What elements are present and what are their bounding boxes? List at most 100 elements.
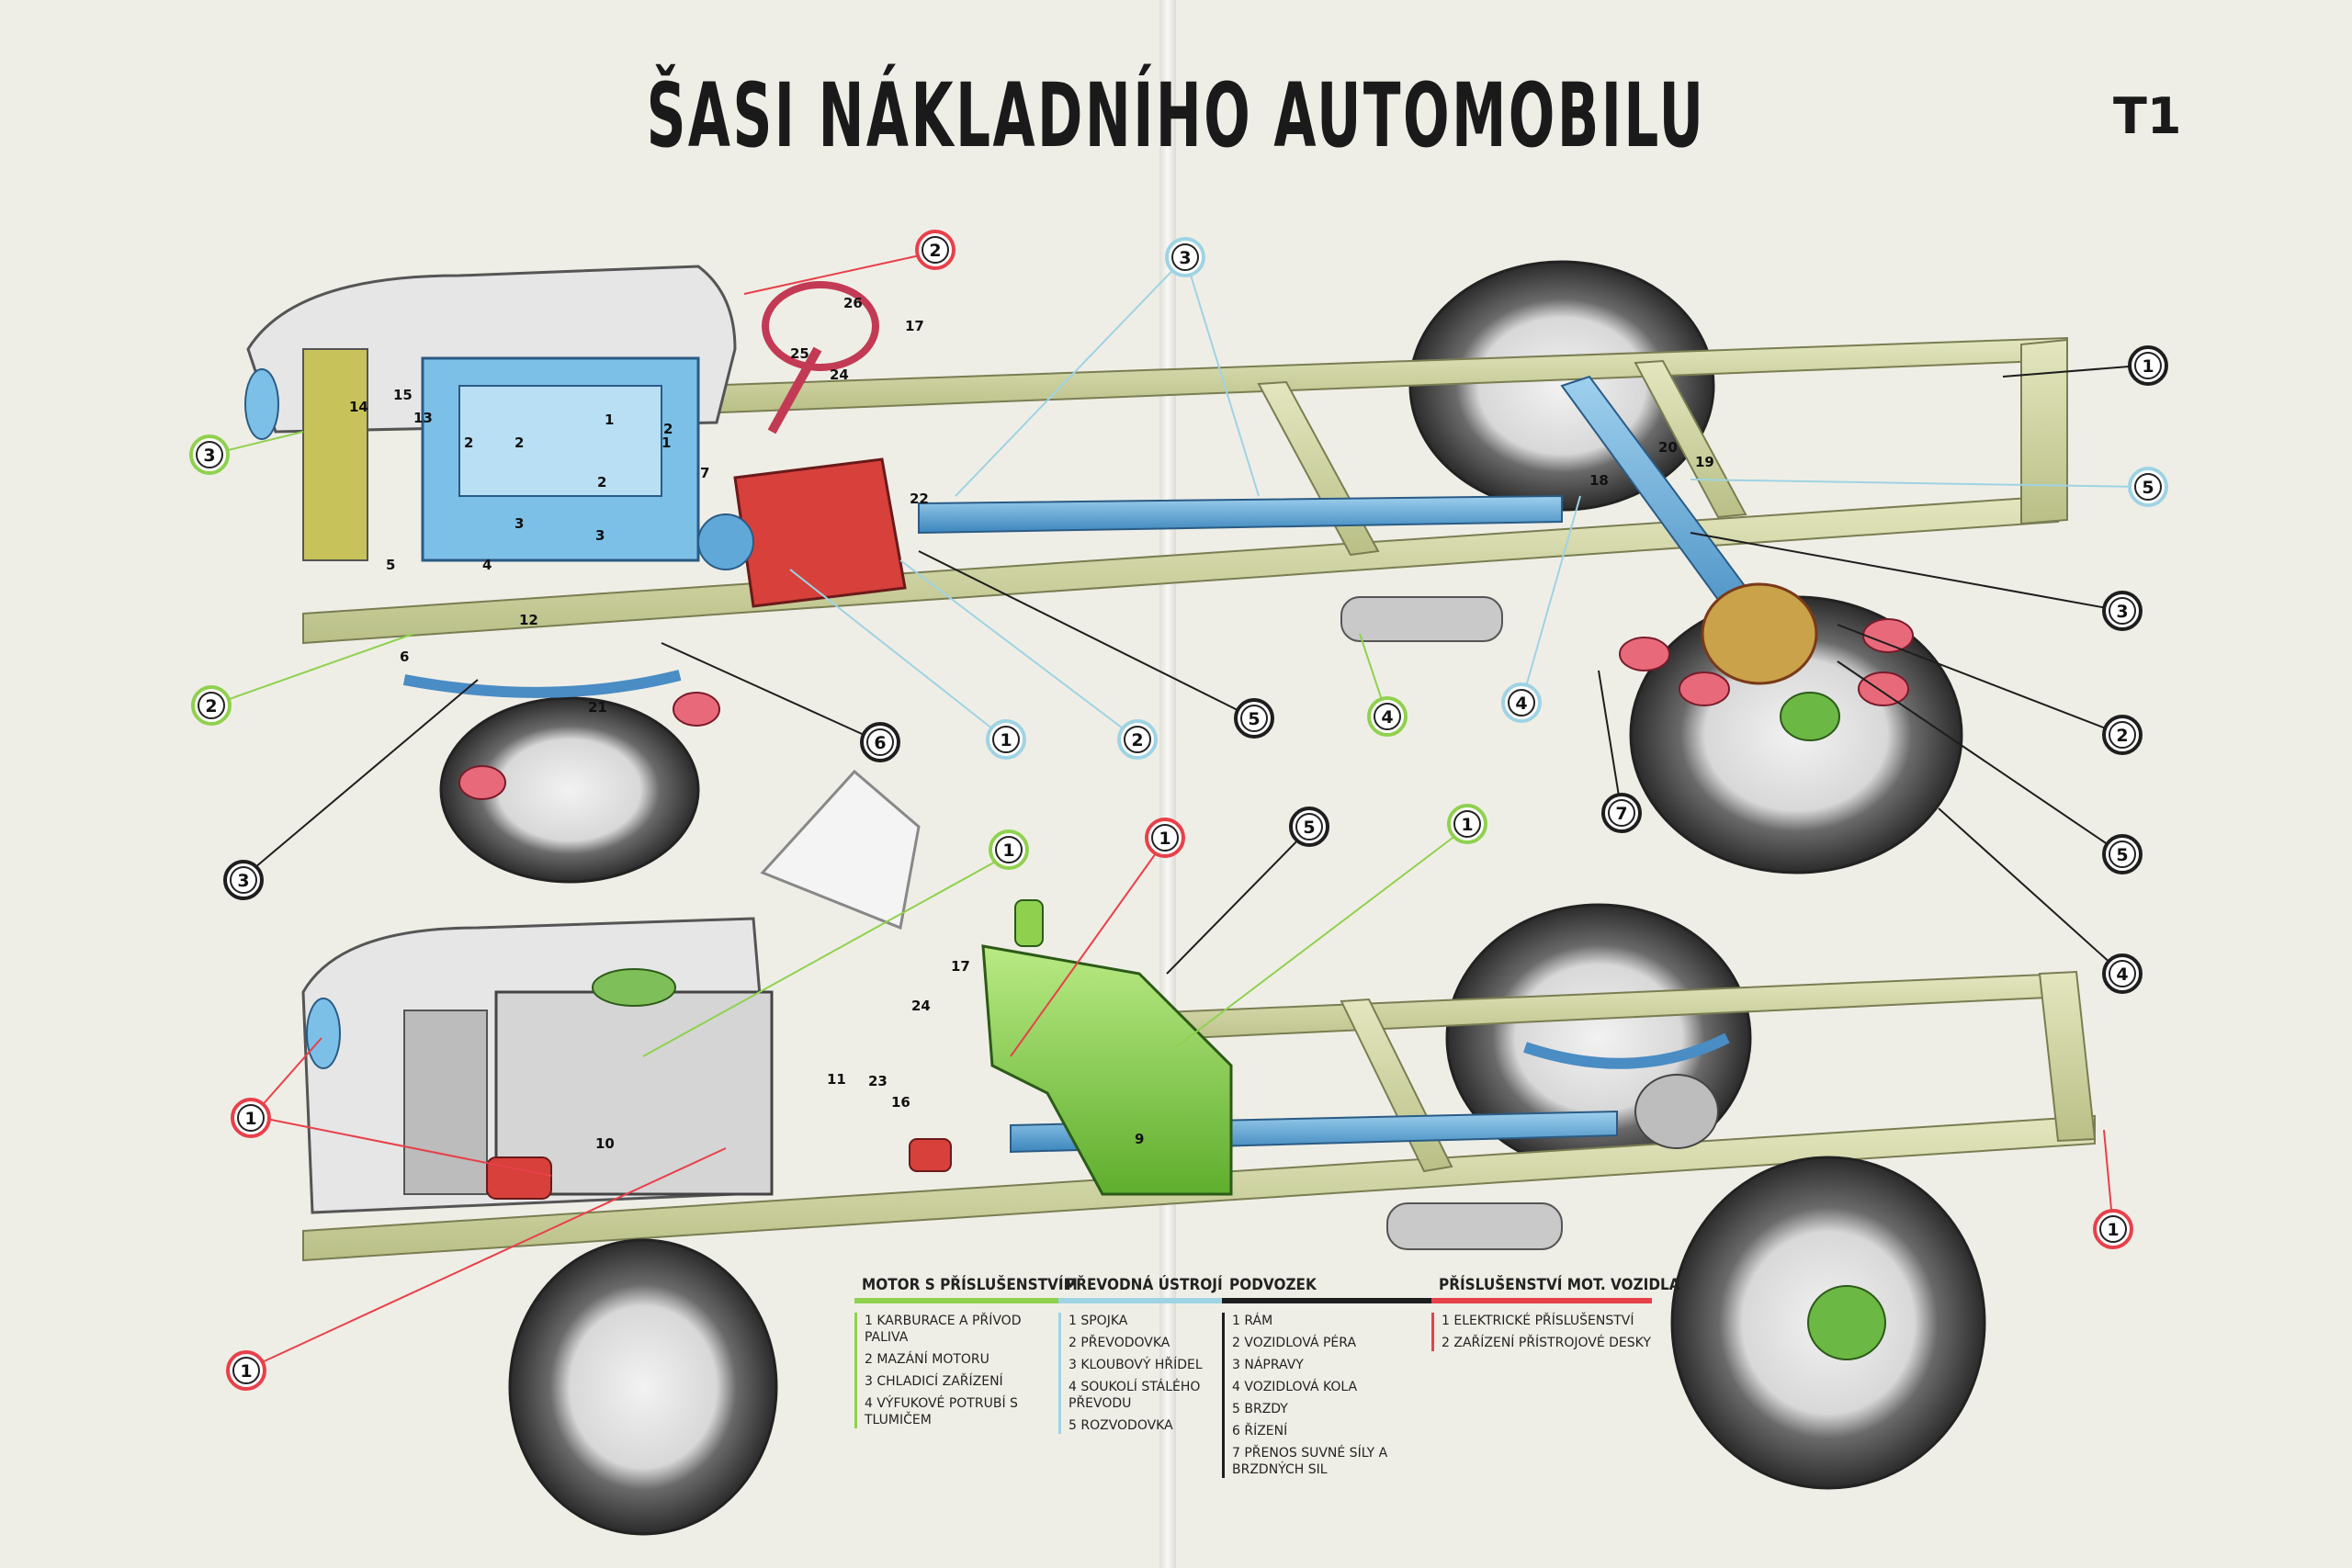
callout-number: 2	[2116, 726, 2128, 746]
legend-heading: PŘÍSLUŠENSTVÍ MOT. VOZIDLA	[1439, 1276, 1680, 1294]
callout-inner-ring	[1240, 705, 1268, 732]
callout-marker: 1	[1447, 804, 1487, 844]
top-part-number: 2	[663, 421, 673, 437]
poster-code: T1	[2113, 87, 2182, 145]
callout-marker: 3	[2102, 591, 2143, 631]
legend-item: 2 PŘEVODOVKA	[1069, 1336, 1170, 1350]
callout-marker: 2	[915, 230, 956, 270]
top-lamp-rear-2	[1862, 618, 1914, 653]
bottom-part-number: 16	[891, 1094, 910, 1111]
callout-inner-ring	[866, 728, 894, 756]
top-frame-rail-upper	[697, 336, 2068, 415]
legend-color-bar	[1222, 1298, 1431, 1303]
legend-heading: PODVOZEK	[1229, 1276, 1317, 1294]
legend-item: 7 PŘENOS SUVNÉ SÍLY A BRZDNÝCH SIL	[1232, 1446, 1388, 1477]
callout-number: 7	[1615, 804, 1627, 824]
bottom-part-number: 24	[911, 998, 931, 1014]
callout-number: 1	[1159, 829, 1170, 849]
callout-number: 1	[2107, 1220, 2119, 1240]
bottom-part-number: 17	[951, 958, 970, 975]
top-radiator	[302, 348, 368, 561]
callout-inner-ring	[1608, 799, 1635, 827]
callout-inner-ring	[2109, 721, 2136, 749]
legend-podvozek: PODVOZEK 1 RÁM 2 VOZIDLOVÁ PÉRA 3 NÁPRAV…	[1222, 1270, 1431, 1483]
callout-number: 3	[237, 871, 249, 891]
callout-inner-ring	[1124, 726, 1151, 753]
legend-prevod: PŘEVODNÁ ÚSTROJÍ 1 SPOJKA 2 PŘEVODOVKA 3…	[1058, 1270, 1223, 1439]
top-part-number: 1	[605, 412, 614, 428]
top-part-number: 4	[482, 557, 492, 573]
top-part-number: 2	[597, 474, 606, 491]
callout-inner-ring	[922, 236, 949, 264]
callout-number: 1	[1461, 815, 1473, 835]
bottom-windshield	[760, 769, 921, 931]
callout-inner-ring	[196, 441, 223, 468]
bottom-rear-hub	[1807, 1285, 1886, 1360]
callout-marker: 1	[986, 719, 1026, 760]
top-gearbox	[733, 457, 907, 608]
callout-number: 1	[1000, 730, 1012, 750]
top-part-number: 3	[595, 527, 605, 544]
top-part-number: 22	[910, 491, 929, 507]
legend-item: 3 KLOUBOVÝ HŘÍDEL	[1069, 1358, 1203, 1372]
legend-item: 2 ZAŘÍZENÍ PŘÍSTROJOVÉ DESKY	[1442, 1336, 1651, 1350]
bottom-part-number: 9	[1135, 1131, 1144, 1147]
legend-item: 4 SOUKOLÍ STÁLÉHO PŘEVODU	[1069, 1380, 1201, 1411]
top-steering-wheel	[762, 281, 879, 371]
top-part-number: 3	[514, 515, 524, 532]
legend-heading: PŘEVODNÁ ÚSTROJÍ	[1066, 1276, 1223, 1294]
legend-item: 4 VÝFUKOVÉ POTRUBÍ S TLUMIČEM	[865, 1396, 1018, 1427]
top-part-number: 2	[464, 434, 473, 451]
callout-number: 5	[1303, 818, 1315, 838]
callout-inner-ring	[1295, 813, 1323, 840]
bottom-headlight	[306, 998, 341, 1069]
top-part-number: 18	[1589, 472, 1609, 489]
legend-heading: MOTOR S PŘÍSLUŠENSTVÍM	[862, 1276, 1078, 1294]
callout-number: 5	[1248, 709, 1260, 729]
callout-marker: 1	[2093, 1209, 2133, 1249]
callout-inner-ring	[2109, 597, 2136, 625]
top-part-number: 7	[700, 465, 709, 481]
legend-color-bar	[854, 1298, 1058, 1303]
callout-number: 1	[2142, 356, 2154, 377]
top-part-number: 26	[843, 295, 863, 311]
bottom-rear-spring	[1523, 1032, 1730, 1069]
callout-inner-ring	[1508, 689, 1535, 716]
legend-item: 2 VOZIDLOVÁ PÉRA	[1232, 1336, 1357, 1350]
callout-number: 4	[1515, 694, 1527, 714]
top-hub-green	[1780, 692, 1840, 741]
legend-item: 3 NÁPRAVY	[1232, 1358, 1304, 1372]
callout-marker: 1	[226, 1350, 266, 1391]
callout-marker: 1	[989, 829, 1029, 870]
callout-marker: 5	[1234, 698, 1274, 739]
callout-inner-ring	[2109, 840, 2136, 868]
legend-item: 3 CHLADICÍ ZAŘÍZENÍ	[865, 1374, 1003, 1389]
legend-item: 1 SPOJKA	[1069, 1314, 1128, 1328]
top-lamp-front	[458, 765, 506, 800]
top-frame-rail-lower	[302, 494, 2059, 645]
legend-item: 6 ŘÍZENÍ	[1232, 1424, 1288, 1438]
callout-inner-ring	[1151, 824, 1179, 852]
callout-number: 2	[205, 696, 217, 716]
callout-marker: 5	[2102, 834, 2143, 874]
callout-number: 3	[203, 446, 215, 466]
top-part-number: 21	[588, 699, 607, 716]
bottom-fuel-filler	[1014, 899, 1044, 947]
callout-number: 2	[929, 241, 941, 261]
callout-number: 5	[2142, 478, 2154, 498]
legend-item: 1 ELEKTRICKÉ PŘÍSLUŠENSTVÍ	[1442, 1314, 1634, 1328]
callout-inner-ring	[2134, 473, 2162, 501]
top-part-number: 17	[905, 318, 924, 334]
top-steering-column	[767, 346, 822, 434]
legend-item: 2 MAZÁNÍ MOTORU	[865, 1352, 989, 1367]
legend-motor: MOTOR S PŘÍSLUŠENSTVÍM 1 KARBURACE A PŘÍ…	[854, 1270, 1078, 1434]
callout-inner-ring	[1171, 243, 1199, 271]
bottom-radiator	[403, 1010, 488, 1195]
top-frame-rear-cross	[2020, 338, 2068, 525]
callout-marker: 2	[1117, 719, 1158, 760]
callout-marker: 4	[2102, 953, 2143, 994]
bottom-exhaust-muffler	[1386, 1202, 1563, 1250]
top-headlight	[244, 368, 279, 440]
legend-item: 5 ROZVODOVKA	[1069, 1418, 1173, 1433]
